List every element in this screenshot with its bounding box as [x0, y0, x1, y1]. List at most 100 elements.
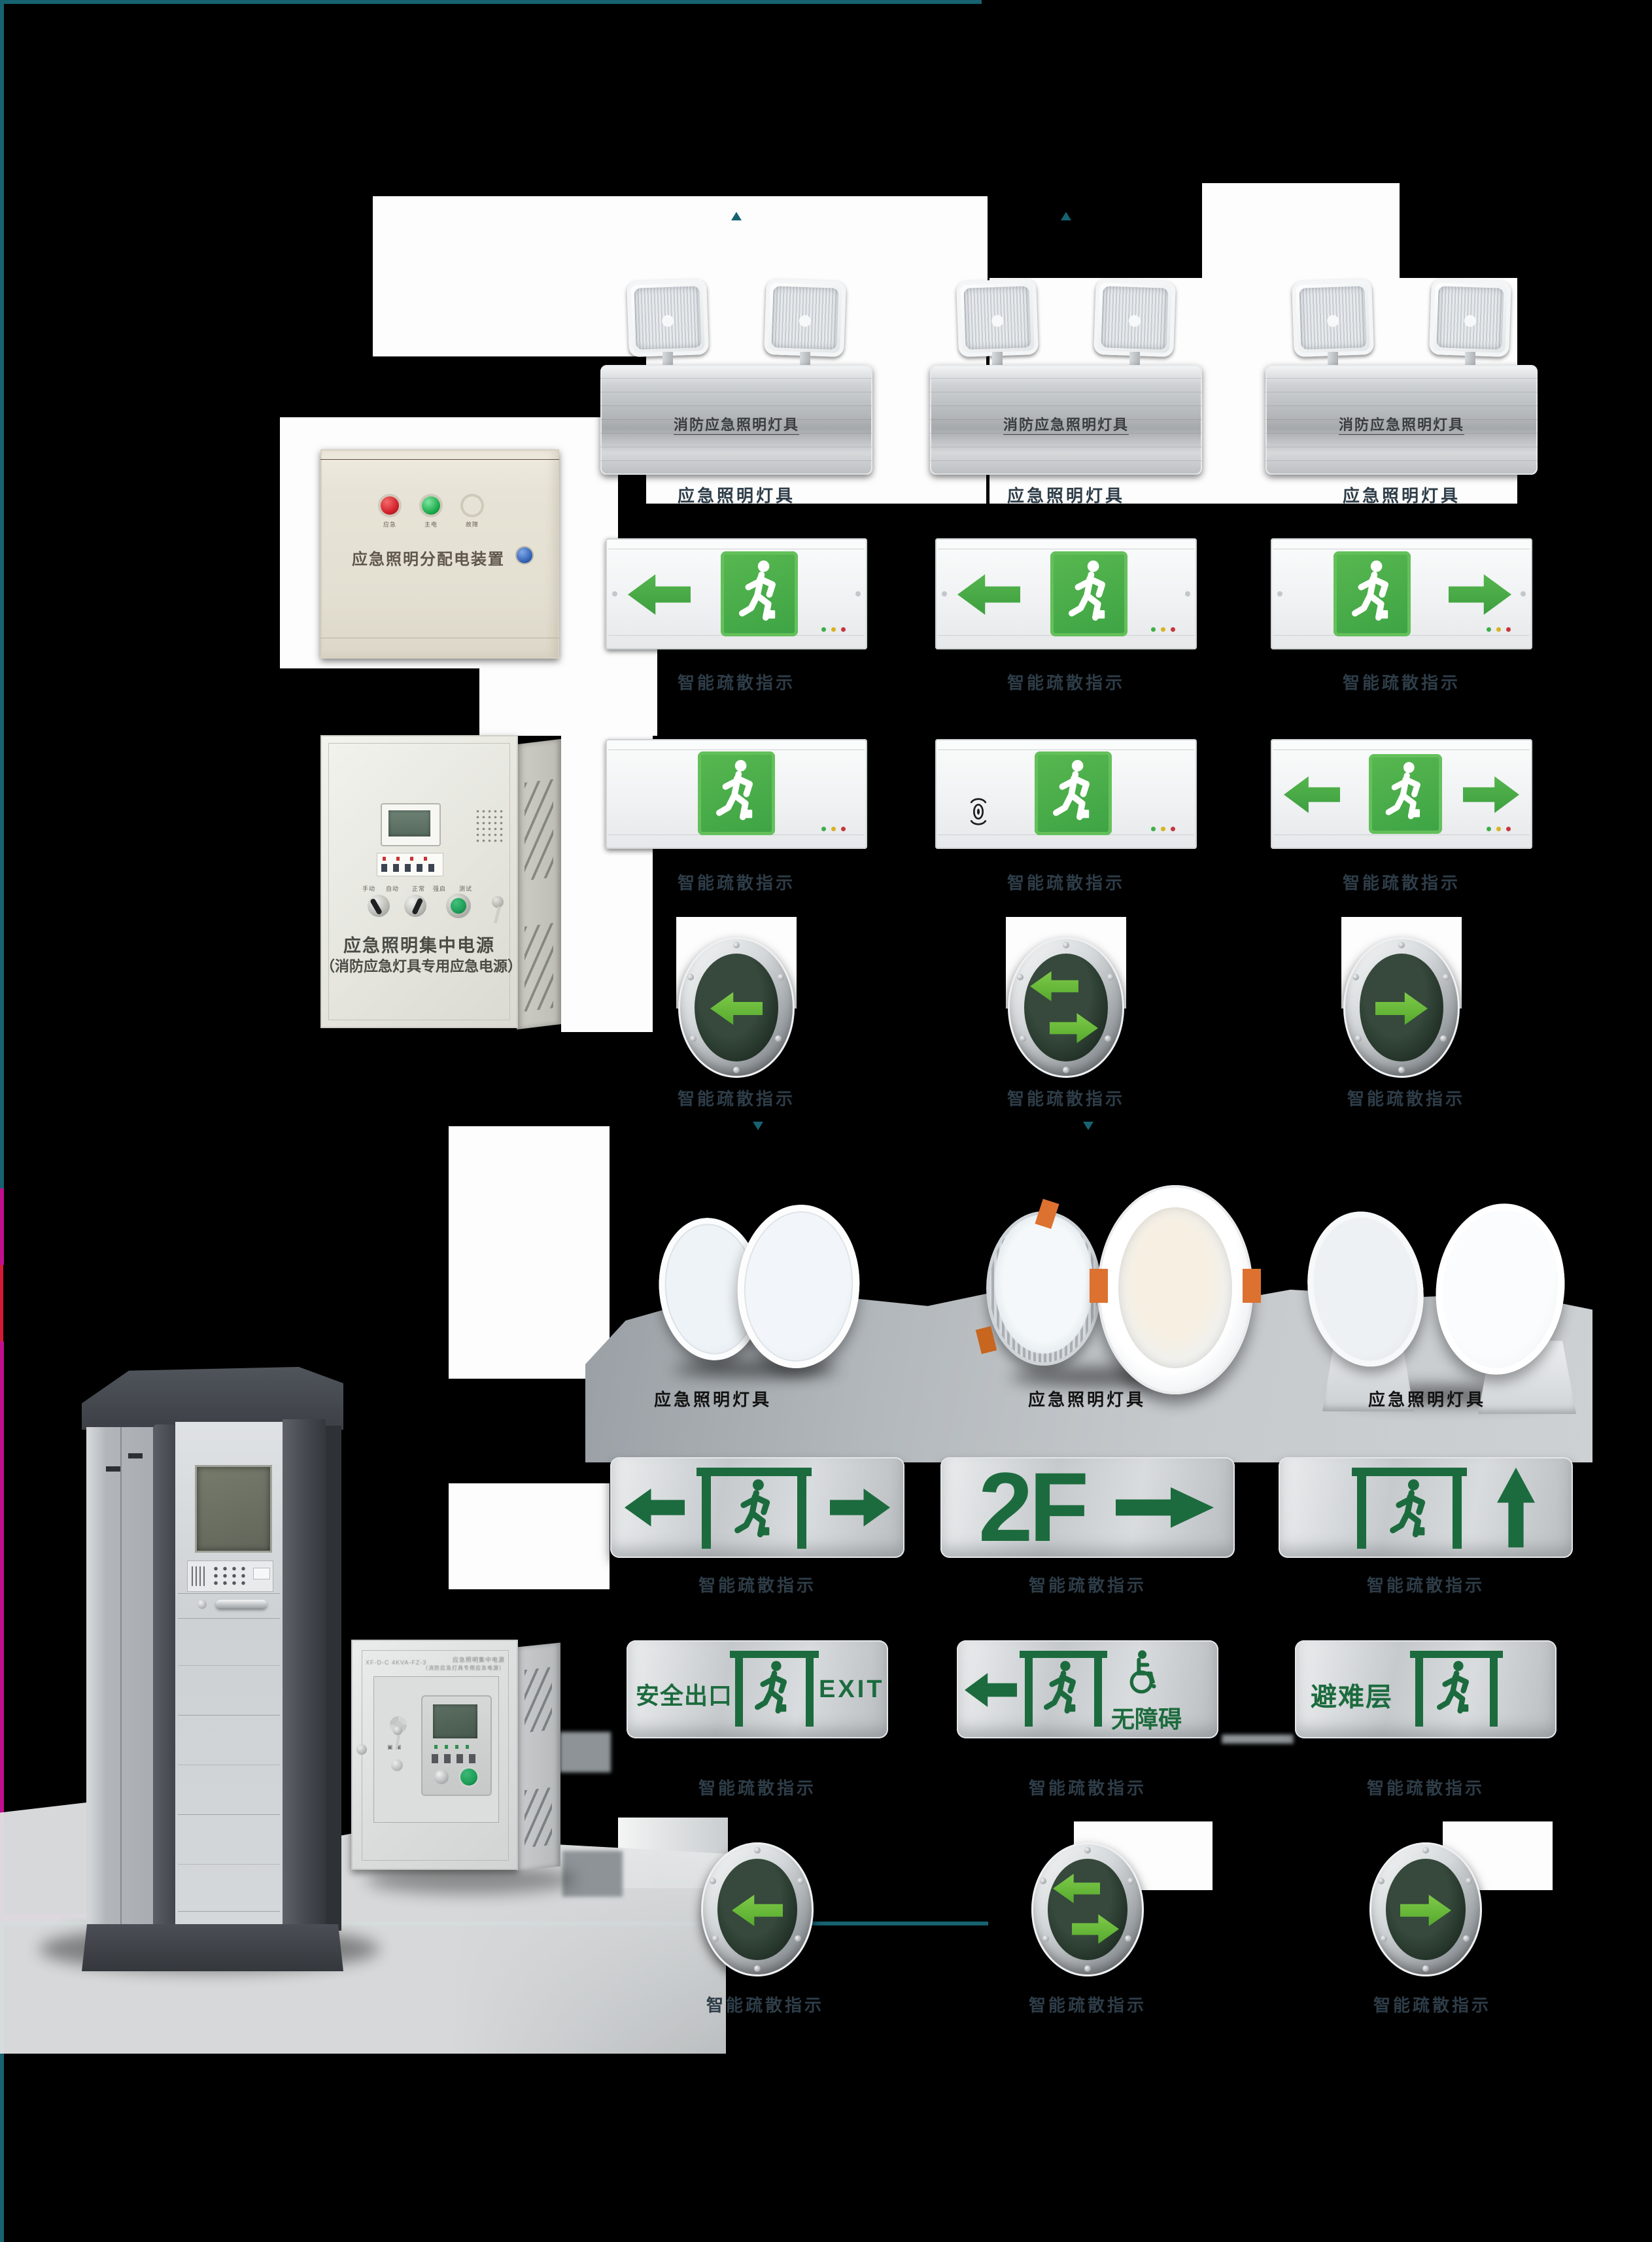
- wire: [0, 1056, 4, 1076]
- mount-clip-icon: [1090, 1269, 1108, 1303]
- door-lintel: [1352, 1468, 1467, 1476]
- metal-sign-up: [1279, 1457, 1573, 1558]
- small-power-box: XF-D-C 4KVA-FZ-3 应急照明集中电源 （消防应急灯具专用应急电源）…: [351, 1640, 560, 1872]
- model-text: XF-D-C 4KVA-FZ-3: [366, 1659, 427, 1666]
- photo-backdrop: [479, 644, 657, 736]
- mini-buttons: [432, 1754, 480, 1763]
- item-label: 智能疏散指示: [1366, 1778, 1485, 1798]
- screw-icon: [1440, 1035, 1447, 1042]
- status-leds: [821, 827, 848, 832]
- exit-sign-right: [1271, 538, 1532, 649]
- screw-icon: [1125, 1935, 1131, 1942]
- door-bar: [797, 1468, 806, 1549]
- arrow-left-icon: [965, 1673, 1017, 1707]
- screw-icon: [690, 1035, 697, 1042]
- arrow-right-icon: [1463, 776, 1519, 813]
- accessible-text: 无障碍: [1111, 1706, 1182, 1733]
- exit-door-icon: [1035, 751, 1112, 835]
- central-power-box: 手动 自动 正常 强启 测试 应急照明集中电源 （消防应急灯具专用应急电源）: [320, 735, 561, 1031]
- screw-icon: [754, 1965, 761, 1972]
- vent-louvers: [525, 1666, 552, 1733]
- body-text: 消防应急照明灯具: [1003, 417, 1129, 433]
- lamp-glass: [1436, 286, 1504, 350]
- switch-label: 手动: [362, 886, 376, 892]
- box-seam: [320, 459, 559, 460]
- box-title-line1: 应急照明集中电源: [343, 936, 495, 956]
- door-bar: [1490, 1651, 1498, 1727]
- floor-light-right: [1343, 937, 1460, 1078]
- screw-icon: [1398, 1067, 1405, 1073]
- wire: [0, 710, 4, 719]
- lamp-glass: [1299, 286, 1367, 350]
- exit-door-icon: [1334, 551, 1411, 636]
- metal-sign-floor: 2F: [940, 1452, 1235, 1562]
- screw-icon: [1381, 1935, 1387, 1942]
- arrow-left-icon: [957, 574, 1020, 615]
- item-label: 智能疏散指示: [706, 1995, 825, 2015]
- badge: [253, 1568, 270, 1579]
- status-leds: [821, 627, 848, 632]
- item-label: 智能疏散指示: [1028, 1778, 1147, 1798]
- exit-sign-left: [935, 538, 1197, 649]
- door-lintel: [697, 1468, 812, 1476]
- door-bar: [1415, 1651, 1423, 1727]
- vent-louvers: [525, 1787, 552, 1848]
- exit-door-icon: [1352, 1468, 1467, 1549]
- door-lintel: [1020, 1651, 1107, 1658]
- screw-icon: [1040, 1878, 1046, 1884]
- exit-sign-left: [606, 538, 867, 649]
- wire: [0, 816, 4, 863]
- emergency-lamp-head: [1093, 278, 1176, 358]
- lcd-screen: [388, 810, 430, 836]
- module-screen: [433, 1704, 477, 1738]
- floor-light-face: [1048, 1859, 1127, 1960]
- wire: [0, 1076, 4, 1122]
- arrow-left-icon: [1284, 776, 1340, 813]
- door-bar: [1094, 1651, 1102, 1727]
- key-lock: [492, 896, 504, 908]
- item-label: 应急照明灯具: [1007, 486, 1126, 506]
- exit-door-icon: [1050, 551, 1127, 636]
- switch-label: 自动: [386, 886, 400, 892]
- keypad: [211, 1565, 249, 1587]
- runner-icon: [1432, 1659, 1479, 1723]
- runner-icon: [711, 757, 763, 831]
- box-title-small-1: 应急照明集中电源: [452, 1657, 505, 1663]
- screw-icon: [1017, 974, 1024, 980]
- item-label: 智能疏散指示: [1028, 1995, 1147, 2015]
- indicator-emergency: [381, 496, 399, 515]
- mount-hole: [1521, 591, 1526, 596]
- emergency-lamp-head: [1292, 278, 1374, 358]
- runner-icon: [734, 558, 786, 631]
- metal-sign-accessible: 无障碍: [957, 1640, 1218, 1738]
- screw-icon: [1422, 1847, 1429, 1854]
- indicator-fault: [463, 496, 481, 515]
- screw-icon: [1466, 1878, 1472, 1884]
- emergency-light-body: 消防应急照明灯具: [930, 365, 1202, 475]
- floor-fragment: [1222, 1734, 1294, 1744]
- switch-label: 测试: [459, 886, 473, 892]
- screw-icon: [1063, 1067, 1069, 1073]
- lamp-glass: [963, 286, 1031, 350]
- mode-knob: [368, 895, 390, 917]
- floor-light-both: [1008, 937, 1124, 1078]
- door-bar: [806, 1651, 814, 1727]
- screw-icon: [1084, 1847, 1091, 1854]
- vent-slot: [128, 1453, 143, 1458]
- wire: [0, 943, 4, 990]
- lock-icon: [517, 547, 532, 563]
- emergency-lamp-head: [1429, 278, 1511, 358]
- bus-junction-arrow-icon: [1083, 1122, 1093, 1130]
- emergency-light-body: 消防应急照明灯具: [1265, 365, 1538, 475]
- runner-icon: [1039, 1659, 1086, 1723]
- door-outline: [328, 743, 510, 1020]
- indicator-label: 故障: [466, 521, 479, 528]
- arrow-up-icon: [1497, 1468, 1535, 1547]
- body-text: 消防应急照明灯具: [1338, 417, 1464, 433]
- arrow-right-icon: [1116, 1487, 1214, 1528]
- mount-hole: [1185, 591, 1190, 596]
- wire: [0, 1122, 4, 1142]
- screw-icon: [1020, 1035, 1026, 1042]
- screw-icon: [733, 942, 740, 948]
